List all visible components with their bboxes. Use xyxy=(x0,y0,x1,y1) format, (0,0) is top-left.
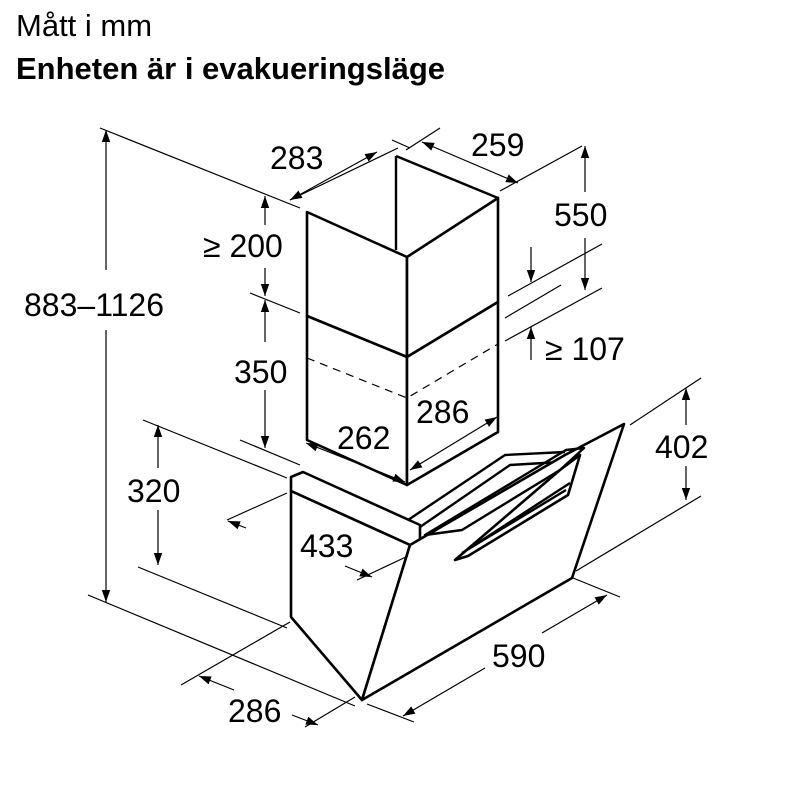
label-chimney-upper-depth: 259 xyxy=(471,127,524,163)
label-hood-depth: 286 xyxy=(228,693,281,729)
hood-body xyxy=(289,422,626,702)
label-body-depth: 433 xyxy=(300,528,353,564)
dimension-labels: 883–1126 283 259 ≥ 200 550 350 ≥ 107 262… xyxy=(24,127,708,729)
label-clearance-overlap: ≥ 107 xyxy=(545,331,625,367)
dimension-arrows xyxy=(101,130,691,726)
label-chimney-lower-depth: 286 xyxy=(416,394,469,430)
label-hood-height: 402 xyxy=(655,429,708,465)
label-upper-chimney-height: 550 xyxy=(554,197,607,233)
label-lower-chimney-height: 350 xyxy=(234,354,287,390)
filter-recess xyxy=(453,453,582,562)
label-clearance-above: ≥ 200 xyxy=(203,228,283,264)
page-title: Mått i mm xyxy=(16,8,153,43)
page-subtitle: Enheten är i evakueringsläge xyxy=(16,51,446,86)
label-chimney-upper-width: 283 xyxy=(270,140,323,176)
overlap-hidden-line xyxy=(306,343,499,399)
label-total-height: 883–1126 xyxy=(24,287,164,323)
label-body-height: 320 xyxy=(127,473,180,509)
label-hood-width: 590 xyxy=(492,638,545,674)
label-chimney-lower-width: 262 xyxy=(337,420,390,456)
chimney xyxy=(305,154,500,487)
